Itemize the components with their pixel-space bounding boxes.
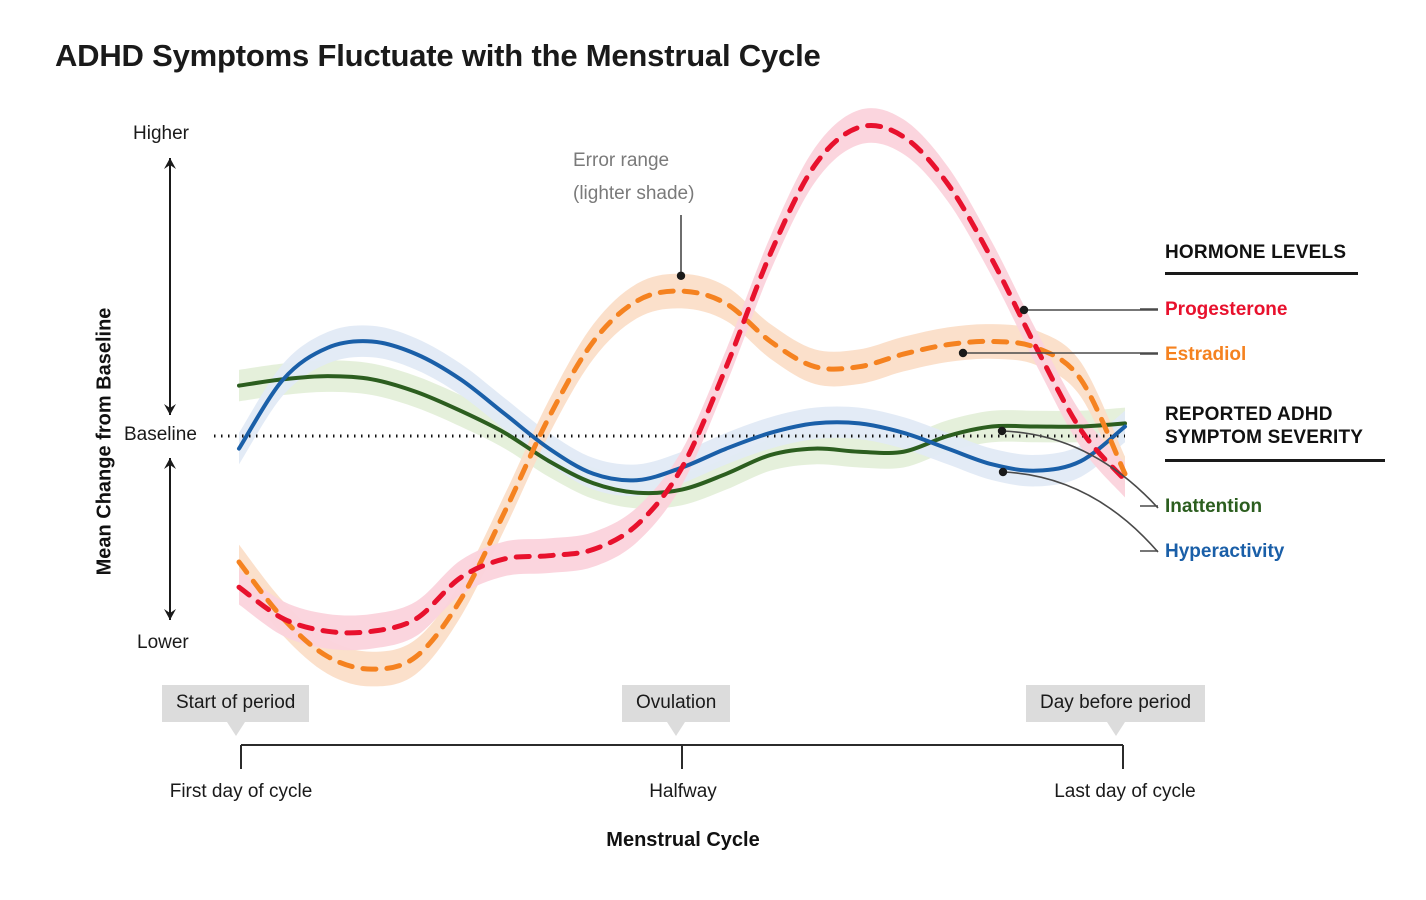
legend-rule-adhd [1165, 459, 1385, 462]
pill-pointer-icon [226, 722, 245, 736]
series-lines-group [236, 122, 1128, 672]
legend-item-estradiol[interactable]: Estradiol [1165, 344, 1247, 365]
x-tick-last-day: Last day of cycle [1054, 781, 1196, 802]
error-range-annotation-line2: (lighter shade) [573, 183, 695, 204]
error-range-leader [676, 215, 686, 280]
error-range-annotation-line1: Error range [573, 150, 670, 171]
y-axis-label-higher: Higher [133, 123, 189, 144]
y-axis-upper-arrow [164, 158, 176, 415]
x-callout-start-of-period: Start of period [162, 685, 310, 736]
series-line-inattention[interactable] [237, 374, 1127, 496]
legend-leader-progesterone [1019, 305, 1158, 315]
x-callout-day-before-period: Day before period [1026, 685, 1206, 736]
series-line-estradiol[interactable] [236, 288, 1128, 672]
y-axis-label-lower: Lower [137, 632, 189, 653]
axis-decorations-group [164, 158, 1124, 769]
x-axis-bracket [240, 744, 1124, 769]
series-line-progesterone[interactable] [236, 122, 1128, 636]
legend-rule-hormones [1165, 272, 1358, 275]
legend-leader-inattention [997, 426, 1159, 509]
y-axis-lower-arrow [164, 458, 176, 620]
pill-pointer-icon [1106, 722, 1125, 736]
error-band-inattention [239, 360, 1125, 509]
legend-group-adhd-title-line2: SYMPTOM SEVERITY [1165, 427, 1364, 448]
legend-leader-estradiol [958, 348, 1158, 358]
x-callout-day-before-period-label: Day before period [1040, 692, 1192, 713]
legend-item-hyperactivity[interactable]: Hyperactivity [1165, 541, 1285, 562]
legend-group-hormones-title: HORMONE LEVELS [1165, 242, 1347, 263]
legend-leader-hyperactivity [998, 467, 1159, 553]
error-band-hyperactivity [239, 325, 1125, 497]
x-tick-halfway: Halfway [649, 781, 717, 802]
x-callout-start-of-period-label: Start of period [176, 692, 296, 713]
x-callout-ovulation-label: Ovulation [636, 692, 717, 713]
legend-item-progesterone[interactable]: Progesterone [1165, 299, 1288, 320]
legend-group-adhd-title-line1: REPORTED ADHD [1165, 404, 1333, 425]
x-axis-title: Menstrual Cycle [606, 829, 760, 851]
pill-pointer-icon [667, 722, 686, 736]
y-axis-label-baseline: Baseline [124, 424, 197, 445]
x-callout-ovulation: Ovulation [622, 685, 731, 736]
page-title: ADHD Symptoms Fluctuate with the Menstru… [55, 38, 821, 73]
x-tick-first-day: First day of cycle [169, 781, 313, 802]
error-bands-group [239, 108, 1125, 687]
callout-leaders-group [958, 305, 1159, 553]
legend-item-inattention[interactable]: Inattention [1165, 496, 1263, 517]
